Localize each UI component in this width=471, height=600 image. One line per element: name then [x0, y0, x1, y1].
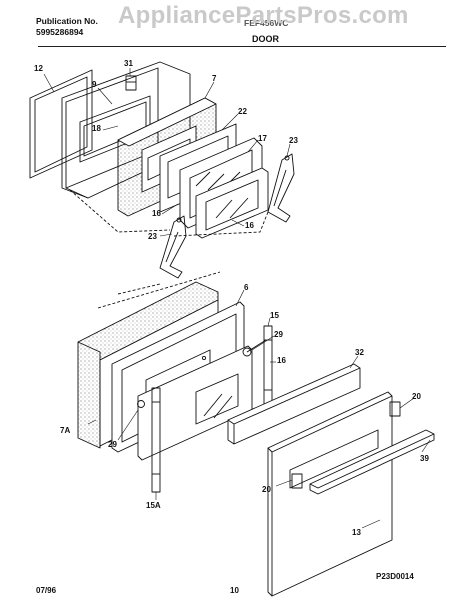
watermark: AppliancePartsPros.com [118, 2, 409, 29]
hinge-part-23-left [159, 215, 187, 279]
page-number: 10 [230, 586, 239, 595]
leader-lines [43, 68, 431, 529]
header-rule [38, 46, 446, 47]
callout-16-right: 16 [245, 221, 254, 230]
callout-17: 17 [258, 134, 267, 143]
outer-door-front-part-13 [267, 391, 393, 597]
callout-29-upper: 29 [274, 330, 283, 339]
figure-code: P23D0014 [376, 572, 414, 581]
inner-glass-part-16 [195, 167, 269, 239]
callout-31: 31 [124, 59, 133, 68]
publication-label: Publication No. [36, 16, 98, 26]
end-cap-part-20-left [291, 473, 303, 489]
callout-23-lower: 23 [148, 232, 157, 241]
callout-20-right: 20 [412, 392, 421, 401]
hinge-part-23-right [267, 153, 295, 223]
handle-part-39 [309, 429, 435, 495]
model-number: FEF456WC [244, 18, 289, 28]
clip-part-29-lower [137, 400, 145, 408]
publication-number: 5995286894 [36, 27, 84, 37]
callout-39: 39 [420, 454, 429, 463]
callout-7: 7 [212, 74, 217, 83]
callout-15a: 15A [146, 501, 161, 510]
footer-date: 07/96 [36, 586, 57, 595]
callout-32: 32 [355, 348, 364, 357]
callout-23-upper: 23 [289, 136, 298, 145]
door-gasket-part-12 [29, 69, 93, 179]
callout-7a: 7A [60, 426, 71, 435]
end-cap-part-20-right [389, 401, 401, 417]
frame-rail [137, 345, 253, 461]
callout-13: 13 [352, 528, 361, 537]
callout-20-left: 20 [262, 485, 271, 494]
callout-12: 12 [34, 64, 43, 73]
callout-9: 9 [92, 80, 97, 89]
callout-29-lower: 29 [108, 440, 117, 449]
handle-channel-part-32 [227, 363, 361, 445]
callout-6: 6 [244, 283, 249, 292]
callout-15: 15 [270, 311, 279, 320]
callout-18: 18 [92, 124, 101, 133]
callout-16-left: 16 [152, 209, 161, 218]
clip-part-29 [242, 339, 267, 357]
callout-16-lower: 16 [277, 356, 286, 365]
section-title: DOOR [252, 34, 279, 44]
bracket-part-31 [125, 75, 137, 91]
callout-22: 22 [238, 107, 247, 116]
